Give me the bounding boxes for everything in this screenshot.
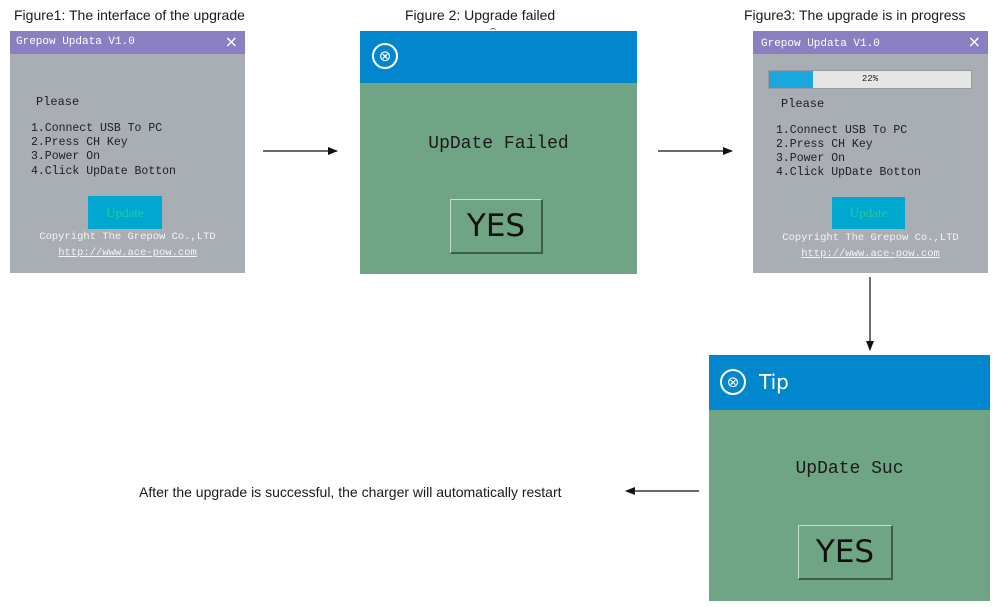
copyright-text: Copyright The Grepow Co.,LTD: [782, 232, 959, 244]
updater-title: Grepow Updata V1.0: [761, 38, 880, 50]
dialog-message: UpDate Suc: [795, 459, 904, 479]
instructions-heading: Please: [781, 97, 825, 111]
updater-window-fig3: Grepow Updata V1.0 × 22% Please 1.Connec…: [753, 31, 988, 273]
close-circle-icon[interactable]: ⊗: [720, 369, 746, 395]
dialog-message: UpDate Failed: [428, 134, 569, 154]
instruction-step: 2.Press CH Key: [776, 138, 873, 151]
dialog-header: ⊗ Tip: [709, 355, 990, 410]
figure2-caption: Figure 2: Upgrade failed: [405, 7, 556, 23]
progress-bar: 22%: [768, 70, 972, 89]
updater-title: Grepow Updata V1.0: [16, 36, 135, 48]
website-link[interactable]: http://www.ace-pow.com: [801, 248, 940, 260]
instruction-step: 1.Connect USB To PC: [31, 122, 163, 135]
updater-titlebar: Grepow Updata V1.0 ×: [753, 31, 988, 54]
close-icon[interactable]: ×: [224, 32, 238, 51]
instruction-step: 4.Click UpDate Botton: [31, 165, 176, 178]
figure1-caption: Figure1: The interface of the upgrade: [14, 7, 245, 23]
update-button[interactable]: Update: [832, 197, 905, 229]
instruction-step: 1.Connect USB To PC: [776, 124, 908, 137]
close-circle-icon[interactable]: ⊗: [372, 43, 398, 69]
instruction-step: 3.Power On: [776, 152, 846, 165]
website-link[interactable]: http://www.ace-pow.com: [58, 247, 197, 259]
updater-titlebar: Grepow Updata V1.0 ×: [10, 31, 245, 54]
progress-fill: [769, 71, 814, 88]
yes-button[interactable]: YES: [450, 199, 543, 254]
instructions-heading: Please: [36, 95, 80, 109]
figure3-caption: Figure3: The upgrade is in progress: [744, 7, 966, 23]
update-success-dialog: ⊗ Tip UpDate Suc YES: [709, 355, 990, 601]
update-button[interactable]: Update: [88, 196, 162, 229]
close-icon[interactable]: ×: [967, 32, 981, 51]
instruction-step: 3.Power On: [31, 150, 101, 163]
stray-mark: [490, 28, 496, 33]
instruction-step: 4.Click UpDate Botton: [776, 166, 921, 179]
dialog-title: Tip: [759, 370, 789, 394]
copyright-text: Copyright The Grepow Co.,LTD: [39, 231, 216, 243]
instruction-step: 2.Press CH Key: [31, 136, 128, 149]
update-failed-dialog: ⊗ UpDate Failed YES: [360, 31, 637, 274]
progress-label: 22%: [861, 74, 879, 84]
success-note: After the upgrade is successful, the cha…: [139, 484, 562, 500]
yes-button[interactable]: YES: [798, 525, 893, 580]
updater-window-fig1: Grepow Updata V1.0 × Please 1.Connect US…: [10, 31, 245, 273]
dialog-header: ⊗: [360, 31, 637, 83]
